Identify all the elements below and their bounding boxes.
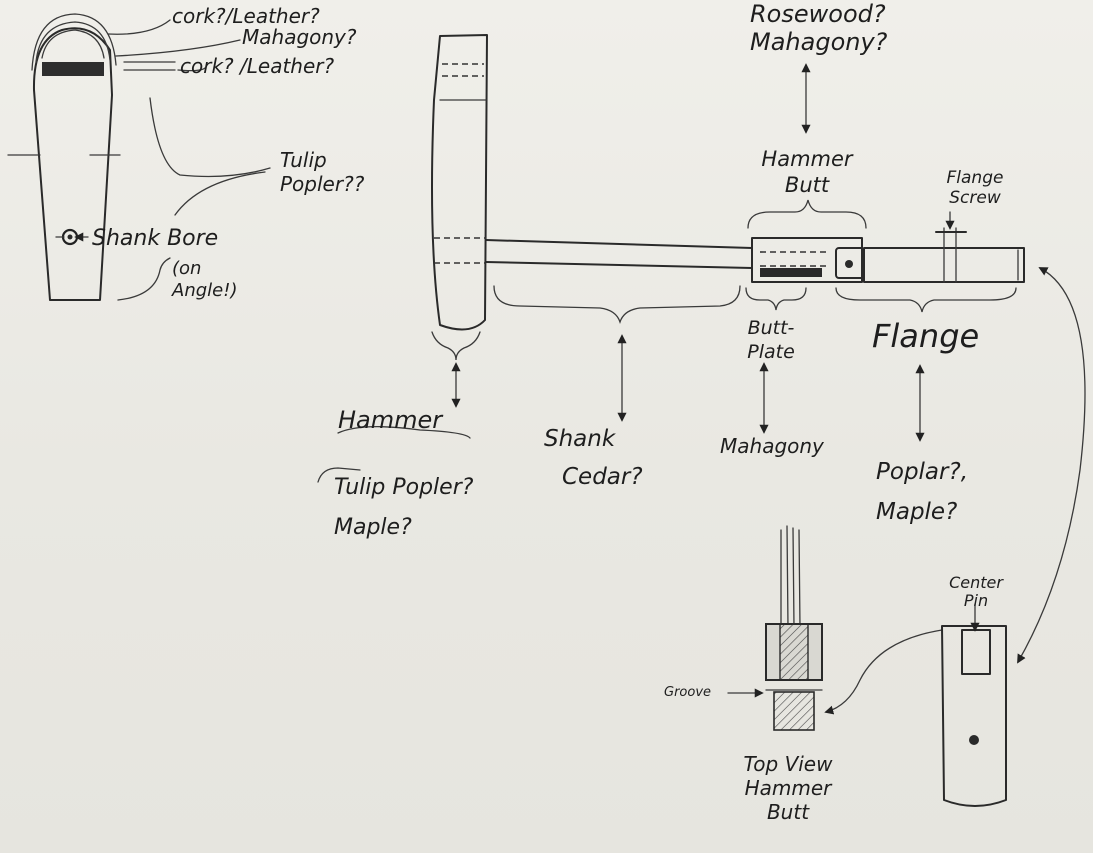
flange-brace [835, 287, 1017, 313]
end-view-hammer [7, 13, 271, 301]
side-view-flange [863, 211, 1025, 283]
shank-brace [493, 285, 741, 325]
label-hammer: Hammer [338, 406, 443, 434]
side-view-hammer [431, 34, 488, 331]
butt-plate-brace [745, 287, 807, 311]
label-cork-leather-bottom: cork? /Leather? [180, 54, 335, 78]
label-flange-material: Poplar?, Maple? [876, 459, 968, 525]
leader-arrows [317, 63, 1086, 715]
top-view-hammer-butt [727, 525, 823, 731]
label-shank: Shank [544, 426, 616, 452]
label-shank-bore: Shank Bore [92, 226, 219, 251]
side-view-shank [485, 239, 753, 269]
label-tulip-poplar-end: Tulip Popler?? [280, 148, 365, 196]
label-top-view-hammer-butt: Top View Hammer Butt [743, 752, 833, 824]
label-hammer-butt: Hammer Butt [761, 147, 853, 197]
label-on-angle: (on Angle!) [172, 258, 238, 301]
label-rosewood-mahogany: Rosewood? Mahagony? [750, 0, 888, 56]
label-hammer-material: Tulip Popler? Maple? [334, 475, 474, 540]
label-shank-material: Cedar? [562, 464, 643, 490]
label-butt-plate-material: Mahagony [720, 434, 824, 458]
hammer-brace [431, 331, 481, 361]
label-mahogany-end: Mahagony? [242, 25, 357, 49]
label-flange-screw: Flange Screw [946, 168, 1004, 208]
side-view-hammer-butt [751, 237, 865, 283]
label-flange: Flange [872, 317, 980, 355]
label-butt-plate: Butt-Plate [747, 317, 795, 363]
hammer-butt-brace [747, 199, 867, 229]
label-groove: Groove [664, 685, 712, 700]
label-cork-leather-top: cork?/Leather? [172, 4, 320, 28]
flange-end-view [941, 603, 1007, 807]
label-center-pin: Center Pin [949, 573, 1003, 610]
